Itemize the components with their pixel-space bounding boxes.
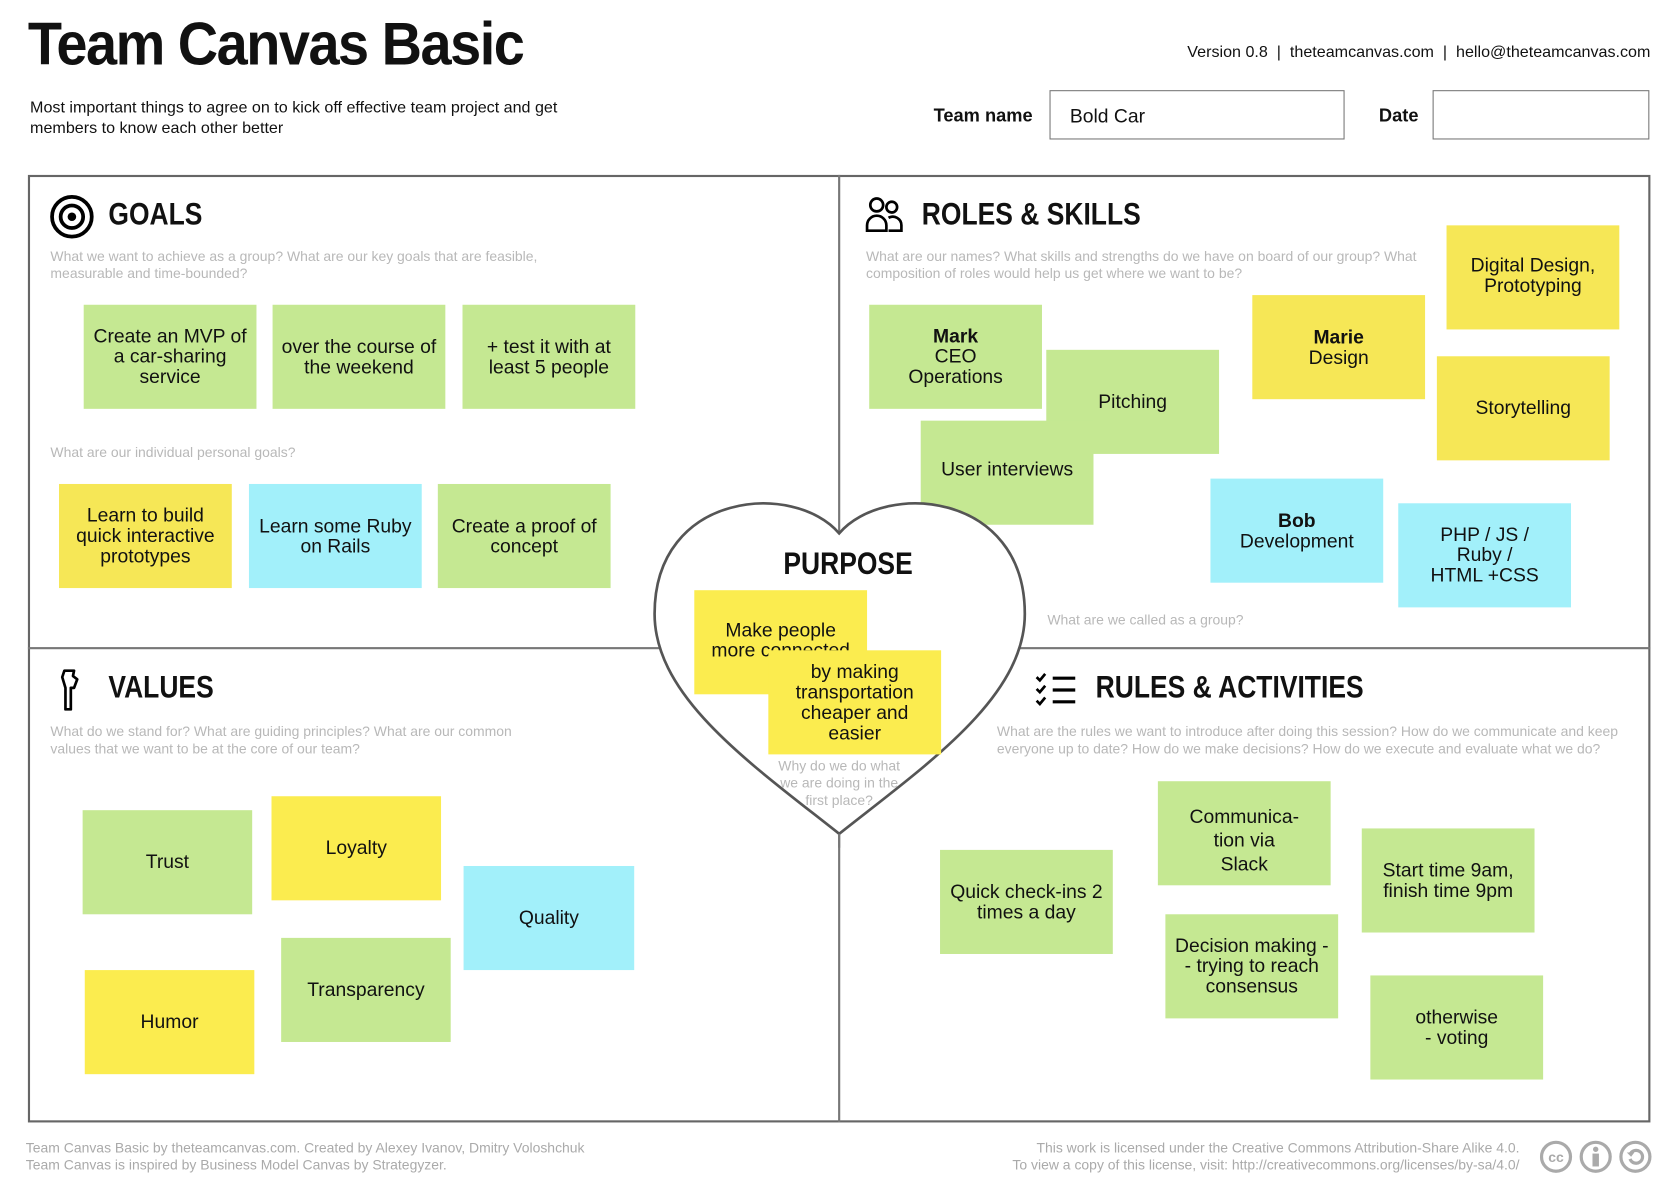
purpose-question: Why do we do what we are doing in the fi… — [778, 757, 901, 809]
sticky-note[interactable]: Create a proof of concept — [437, 483, 611, 589]
date-input[interactable] — [1432, 90, 1650, 140]
cc-license-icons: cc — [1539, 1140, 1653, 1174]
share-alike-icon — [1619, 1140, 1652, 1173]
role-text: Development — [1239, 529, 1354, 552]
group-name-question: What are we called as a group? — [1047, 611, 1244, 628]
role-text: Design — [1308, 346, 1369, 368]
rules-question: What are the rules we want to introduce … — [996, 723, 1619, 757]
team-name-input[interactable]: Bold Car — [1049, 90, 1345, 140]
sticky-note[interactable]: Quality — [463, 865, 635, 971]
purpose-heading: PURPOSE — [783, 547, 913, 582]
footer-line: This work is licensed under the Creative… — [1036, 1139, 1520, 1156]
sticky-note[interactable]: Storytelling — [1436, 356, 1610, 461]
footer-line: Team Canvas Basic by theteamcanvas.com. … — [25, 1139, 585, 1156]
sticky-note[interactable]: Learn to build quick interactive prototy… — [59, 483, 232, 589]
attribution-icon — [1579, 1140, 1612, 1173]
team-name-label: Team name — [933, 105, 1033, 126]
sticky-note[interactable]: Transparency — [281, 937, 451, 1042]
svg-text:cc: cc — [1548, 1149, 1564, 1165]
personal-goals-question: What are our individual personal goals? — [50, 444, 296, 461]
roles-heading: ROLES & SKILLS — [921, 197, 1141, 232]
version-info: Version 0.8 | theteamcanvas.com | hello@… — [1187, 42, 1651, 62]
rules-heading: RULES & ACTIVITIES — [1095, 670, 1364, 706]
role-name: Marie — [1313, 325, 1364, 348]
footer-license: This work is licensed under the Creative… — [1012, 1140, 1519, 1174]
date-label: Date — [1378, 105, 1419, 126]
footer-line: Team Canvas is inspired by Business Mode… — [25, 1156, 447, 1173]
sticky-note[interactable]: Digital Design, Prototyping — [1446, 225, 1620, 330]
goals-question: What we want to achieve as a group? What… — [50, 247, 538, 282]
role-name: Mark — [933, 325, 979, 347]
page-title: Team Canvas Basic — [27, 9, 525, 78]
cc-icon: cc — [1539, 1140, 1573, 1173]
sticky-note[interactable]: Humor — [84, 970, 255, 1075]
sticky-note[interactable]: Quick check-ins 2 times a day — [940, 849, 1113, 954]
target-icon — [49, 194, 94, 239]
role-text: CEO Operations — [908, 345, 1003, 388]
sticky-note[interactable]: Trust — [82, 810, 253, 915]
roles-question: What are our names? What skills and stre… — [865, 247, 1417, 282]
footer-line: To view a copy of this license, visit: h… — [1012, 1156, 1520, 1173]
values-heading: VALUES — [108, 670, 214, 706]
sticky-note[interactable]: Decision making -- trying to reach conse… — [1165, 914, 1339, 1019]
sticky-note[interactable]: over the course of the weekend — [272, 304, 446, 409]
sticky-note[interactable]: Communica-tion via Slack — [1157, 781, 1331, 886]
goals-heading: GOALS — [108, 197, 203, 232]
footer-credits: Team Canvas Basic by theteamcanvas.com. … — [26, 1140, 585, 1174]
sticky-note[interactable]: Create an MVP of a car-sharing service — [83, 304, 257, 409]
sticky-note[interactable]: Loyalty — [271, 796, 442, 901]
checklist-icon — [1034, 672, 1077, 708]
role-name: Bob — [1278, 509, 1316, 531]
sticky-note[interactable]: otherwise - voting — [1370, 975, 1544, 1080]
sticky-note[interactable]: Learn some Ruby on Rails — [248, 483, 422, 589]
torch-icon — [58, 667, 84, 712]
people-icon — [865, 196, 904, 233]
values-question: What do we stand for? What are guiding p… — [50, 723, 512, 757]
subtitle: Most important things to agree on to kic… — [30, 98, 558, 138]
sticky-note[interactable]: PHP / JS / Ruby / HTML +CSS — [1398, 503, 1572, 608]
sticky-note[interactable]: + test it with at least 5 people — [462, 304, 636, 409]
sticky-note[interactable]: Start time 9am, finish time 9pm — [1361, 828, 1535, 933]
sticky-note[interactable]: by making transportation cheaper and eas… — [768, 650, 942, 755]
